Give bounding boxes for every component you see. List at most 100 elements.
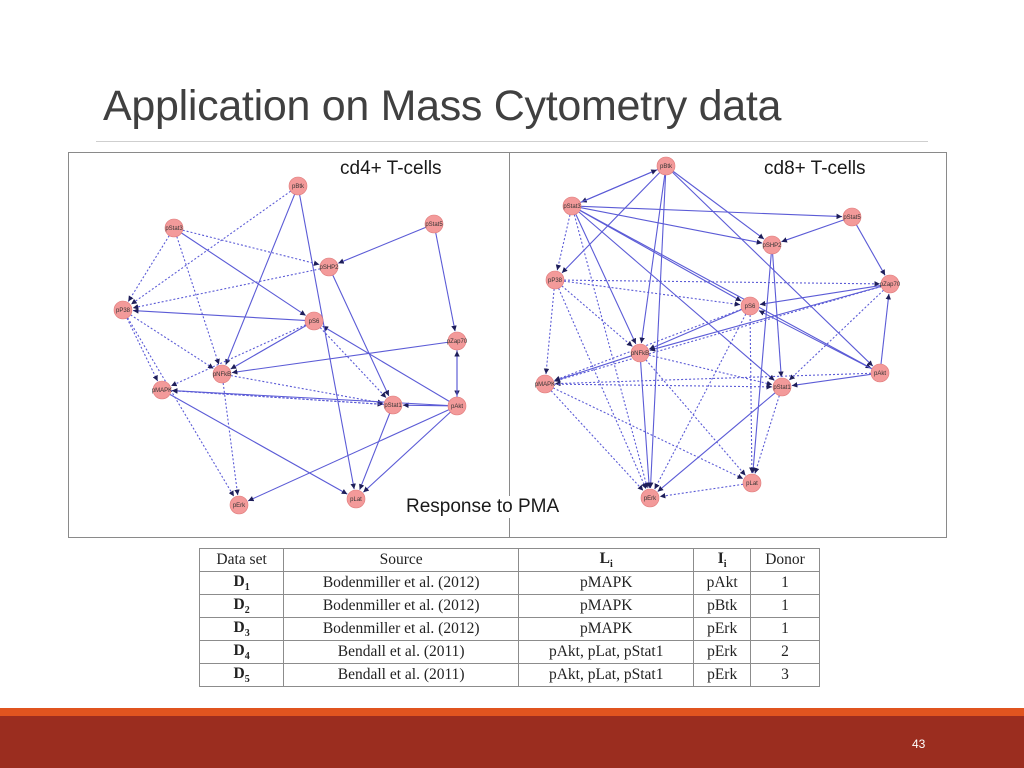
cd4-node-pP38: pP38 [113,300,133,320]
cd4-node-label: pAkt [451,404,463,410]
cell-dataset: D1 [198,571,285,595]
cd8-node-pNFkB: pNFkB [630,343,650,363]
cd8-node-label: pStat3 [563,204,581,210]
cd8-node-circle [562,196,582,216]
cd8-node-circle [742,473,762,493]
cd8-edge-pS6-pErk [654,313,747,490]
title-divider [96,141,928,142]
cd4-node-pNFkB: pNFkB [212,364,232,384]
cd8-edge-pS6-pNFkB [648,309,742,350]
cd4-node-circle [152,380,172,400]
cd4-node-pErk: pErk [229,495,249,515]
cd4-edge-pBtk-pLat [299,194,356,490]
cd4-node-label: pStat1 [384,403,402,409]
cd8-node-circle [545,270,565,290]
header-source: Source [283,548,520,572]
cd4-node-circle [164,218,184,238]
cd4-node-label: pSHP2 [319,265,339,271]
cd8-edge-pP38-pS6 [563,280,741,307]
cd8-node-pAkt: pAkt [870,363,890,383]
cell-ii: pErk [693,640,752,664]
cd8-edge-pAkt-pStat1 [791,373,872,388]
cell-source: Bendall et al. (2011) [283,663,520,687]
cd4-node-circle [113,300,133,320]
cd8-node-pStat5: pStat5 [842,207,862,227]
cd8-node-label: pAkt [874,371,886,377]
figure-caption: Response to PMA [406,496,560,518]
slide-title: Application on Mass Cytometry data [103,82,782,130]
cd4-edge-pNFkB-pStat1 [230,375,384,405]
cd8-node-pMAPK: pMAPK [535,374,555,394]
cd4-edge-pAkt-pS6 [322,325,450,402]
cd8-edge-pStat3-pBtk [580,169,658,203]
figure-divider [509,152,510,538]
cd8-network-graph: pBtkpStat3pStat5pSHP2pP38pZap70pS6pNFkBp… [535,156,901,508]
cd8-edge-pAkt-pMAPK [554,372,872,387]
cd8-node-pErk: pErk [640,488,660,508]
cd8-node-label: pNFkB [631,351,649,357]
cd8-node-pBtk: pBtk [656,156,676,176]
cell-source: Bodenmiller et al. (2012) [283,617,520,641]
cd8-node-label: pErk [644,496,657,502]
header-dataset: Data set [198,548,285,572]
cell-dataset: D5 [198,663,285,687]
network-figure-frame [68,152,947,538]
cd8-node-label: pStat5 [843,215,861,221]
cd4-node-pStat1: pStat1 [383,395,403,415]
cd4-edge-pP38-pNFkB [130,314,214,370]
cell-source: Bendall et al. (2011) [283,640,520,664]
cd8-node-circle [842,207,862,227]
cd8-edge-pStat1-pLat [753,395,780,474]
cd8-edge-pP38-pNFkB [561,285,633,347]
cd4-node-pS6: pS6 [304,311,324,331]
cell-ii: pAkt [693,571,752,595]
cd4-edge-pSHP2-pStat1 [332,274,390,397]
cd8-edge-pNFkB-pLat [645,359,746,476]
cd4-node-label: pErk [233,503,246,509]
cd4-panel-label: cd4+ T-cells [340,158,442,179]
cd8-edge-pMAPK-pErk [550,390,644,492]
cd8-node-circle [772,377,792,397]
cd4-node-circle [447,331,467,351]
cd8-edge-pNFkB-pErk [640,361,652,489]
cd8-node-pStat3: pStat3 [562,196,582,216]
cd4-node-label: pStat3 [165,226,183,232]
cd8-edge-pBtk-pSHP2 [672,170,765,240]
cd4-edge-pAkt-pLat [362,411,451,493]
cd4-edge-pS6-pStat1 [319,327,387,399]
header-ii: Ii [693,548,752,572]
cell-ii: pErk [693,617,752,641]
cd4-node-pAkt: pAkt [447,396,467,416]
cd8-node-pS6: pS6 [740,296,760,316]
cd4-edge-pStat3-pSHP2 [182,229,320,266]
cd4-edge-pS6-pP38 [132,308,306,322]
cd8-edge-pZap70-pMAPK [554,285,882,383]
cell-source: Bodenmiller et al. (2012) [283,594,520,618]
cd8-edge-pS6-pLat [749,314,755,474]
cd4-node-circle [346,489,366,509]
cd4-node-label: pNFkB [213,372,231,378]
cd8-node-pLat: pLat [742,473,762,493]
cd8-edge-pZap70-pNFkB [649,285,882,352]
cd8-edge-pBtk-pErk [647,174,667,489]
cd8-edge-pStat3-pAkt [579,209,872,369]
cd4-node-label: pP38 [116,308,131,314]
cd4-edge-pStat5-pSHP2 [338,226,426,264]
cd4-edge-pStat1-pMAPK [171,388,385,405]
cd4-edge-pP38-pErk [127,317,235,497]
cd4-node-circle [383,395,403,415]
cell-donor: 1 [750,617,820,641]
cd4-node-label: pZap70 [447,339,468,345]
cd4-edge-pBtk-pNFkB [225,194,296,365]
cd4-node-pBtk: pBtk [288,176,308,196]
cd4-edge-pSHP2-pP38 [132,268,321,310]
cd4-edge-pAkt-pMAPK [171,388,449,407]
cd8-edge-pStat5-pZap70 [855,224,886,276]
cd4-edges [126,190,460,502]
cd8-edge-pStat3-pSHP2 [580,207,763,245]
cd8-node-label: pMAPK [535,382,555,388]
